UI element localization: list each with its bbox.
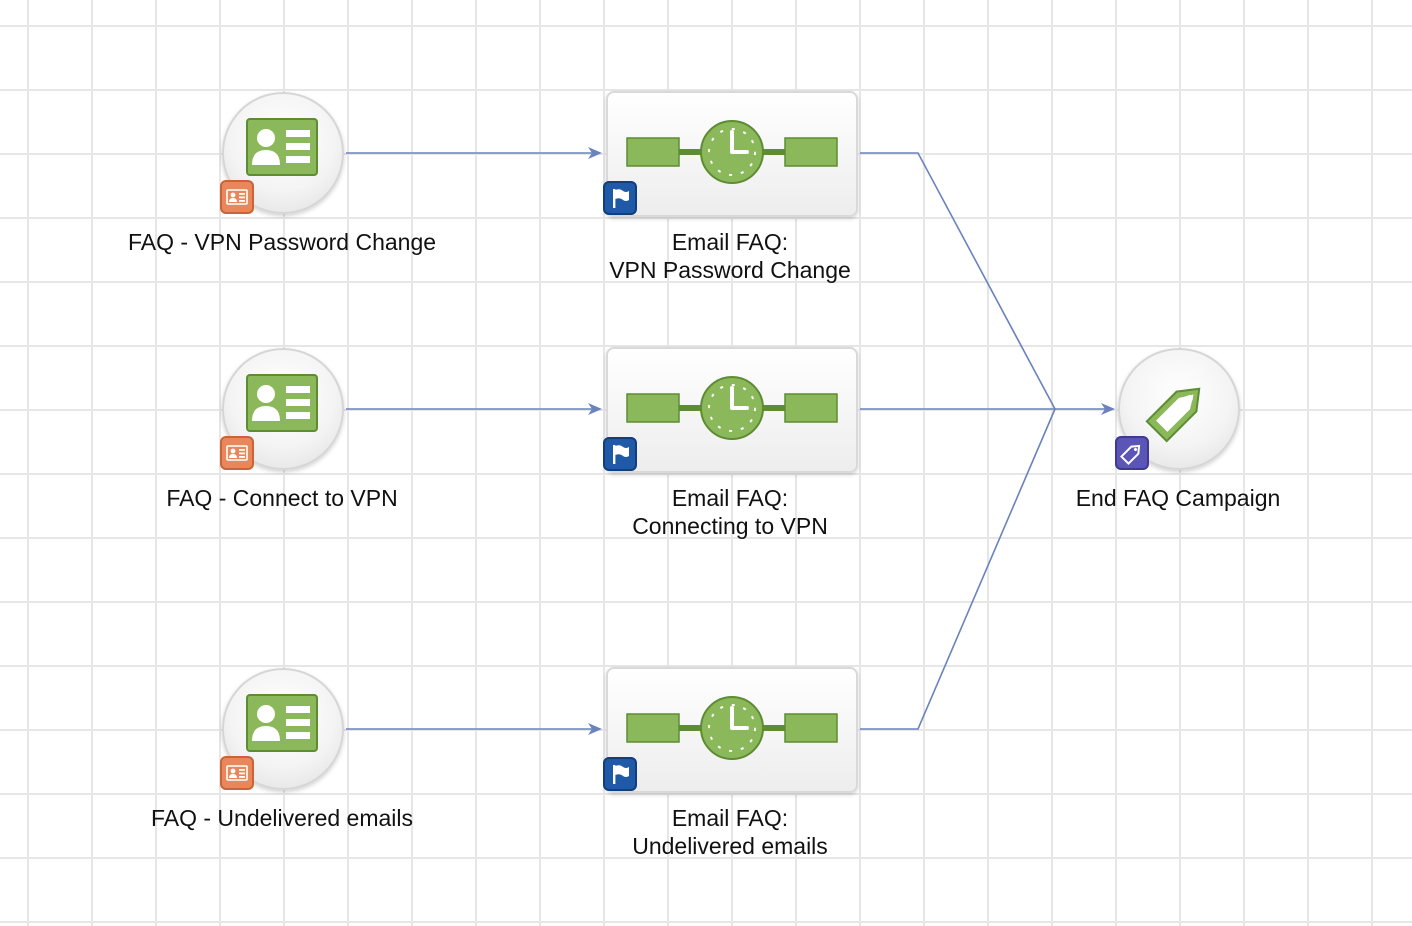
email-node-label: Email FAQ: Undelivered emails <box>560 804 900 860</box>
contact-badge-icon <box>220 756 254 790</box>
email-node-connecting-to-vpn[interactable] <box>603 347 858 473</box>
email-node-label-line1: Email FAQ: <box>671 805 789 831</box>
contact-node-vpn-password-change[interactable] <box>220 92 344 214</box>
timed-email-icon <box>626 376 838 440</box>
timed-email-icon <box>626 696 838 760</box>
contact-badge-icon <box>220 180 254 214</box>
end-campaign-node[interactable] <box>1115 348 1240 470</box>
contact-node-label: FAQ - Undelivered emails <box>150 805 414 831</box>
email-node-label-line2: Connecting to VPN <box>632 513 828 539</box>
email-node-label: Email FAQ: VPN Password Change <box>560 228 900 284</box>
email-node-label: Email FAQ: Connecting to VPN <box>560 484 900 540</box>
contact-card-icon <box>246 374 318 432</box>
contact-node-connect-to-vpn[interactable] <box>220 348 344 470</box>
contact-card-icon <box>246 694 318 752</box>
tag-badge-icon <box>1115 436 1149 470</box>
tag-icon <box>1145 387 1201 443</box>
flag-badge-icon <box>603 757 637 791</box>
contact-node-label: FAQ - Connect to VPN <box>166 485 398 511</box>
timed-email-icon <box>626 120 838 184</box>
contact-card-icon <box>246 118 318 176</box>
email-node-label-line2: VPN Password Change <box>609 257 851 283</box>
email-node-label-line1: Email FAQ: <box>671 485 789 511</box>
connector-email-3-to-end[interactable] <box>860 408 1056 730</box>
email-node-vpn-password-change[interactable] <box>603 91 858 217</box>
end-campaign-label: End FAQ Campaign <box>1075 485 1281 511</box>
email-node-label-line2: Undelivered emails <box>632 833 828 859</box>
email-node-label-line1: Email FAQ: <box>671 229 789 255</box>
email-node-undelivered-emails[interactable] <box>603 667 858 793</box>
contact-badge-icon <box>220 436 254 470</box>
flag-badge-icon <box>603 181 637 215</box>
contact-node-undelivered-emails[interactable] <box>220 668 344 790</box>
flag-badge-icon <box>603 437 637 471</box>
connector-email-1-to-end[interactable] <box>860 152 1056 410</box>
contact-node-label: FAQ - VPN Password Change <box>127 229 437 255</box>
